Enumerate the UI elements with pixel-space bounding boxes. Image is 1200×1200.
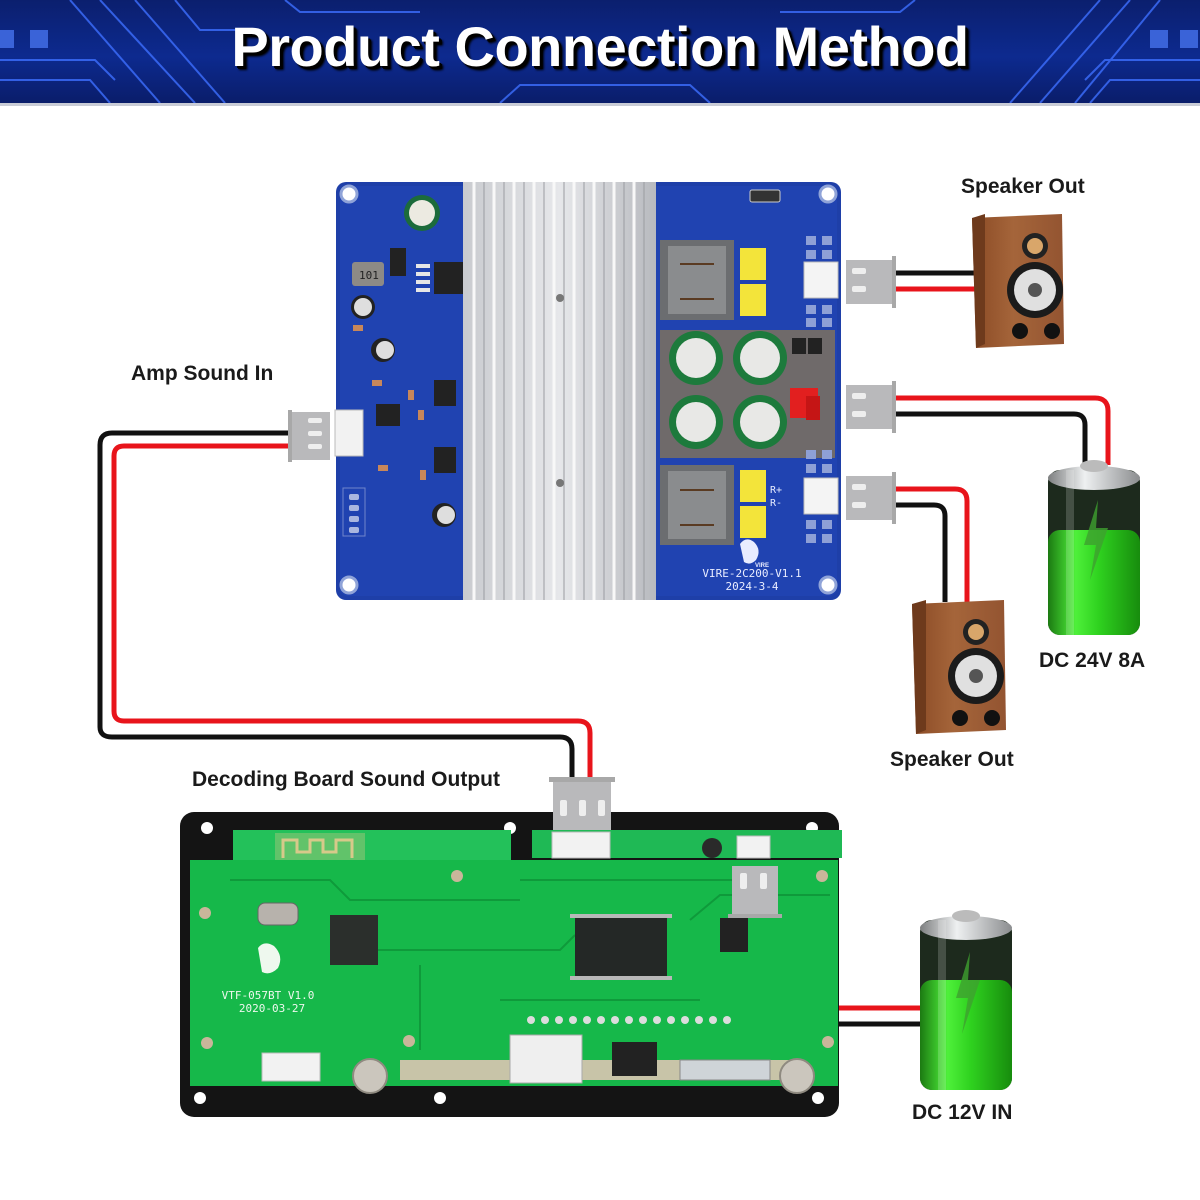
output-stage-components: R+ R- <box>660 189 839 545</box>
circuit-pattern-decoration <box>0 0 1200 103</box>
banner-divider <box>0 103 1200 106</box>
speaker-bottom-plug <box>846 472 896 524</box>
wire-black <box>895 502 948 602</box>
decoder-board-model: VTF-057BT V1.0 <box>222 989 315 1002</box>
svg-text:R+: R+ <box>770 485 782 496</box>
wire-amp-in-to-decoder <box>97 430 593 785</box>
decoder-power-plug <box>728 866 782 918</box>
wire-speaker-top <box>895 270 975 292</box>
decoder-board: VTF-057BT V1.0 2020-03-27 <box>180 812 842 1117</box>
wire-speaker-bottom <box>895 486 970 602</box>
battery-12v-icon <box>920 910 1012 1090</box>
decoding-output-label: Decoding Board Sound Output <box>192 768 500 791</box>
svg-text:R-: R- <box>770 498 782 509</box>
wire-black <box>895 411 1088 465</box>
wire-black <box>97 430 575 785</box>
wire-dc24 <box>895 395 1111 465</box>
wire-red <box>895 486 970 602</box>
speaker-bottom <box>912 600 1006 734</box>
speaker-top-plug <box>846 256 896 308</box>
page-title: Product Connection Method <box>231 15 969 78</box>
amp-board-model: VIRE-2C200-V1.1 <box>702 567 801 580</box>
svg-text:101: 101 <box>359 269 379 282</box>
speaker-top <box>972 214 1064 348</box>
amp-board-date: 2024-3-4 <box>726 580 779 593</box>
svg-text:VIRE: VIRE <box>755 563 769 569</box>
decoder-board-date: 2020-03-27 <box>239 1002 305 1015</box>
speaker-out-top-label: Speaker Out <box>961 175 1085 198</box>
decoder-board-logo <box>258 943 281 974</box>
wire-red <box>111 443 593 785</box>
battery-24v-icon <box>1048 460 1140 635</box>
dc-12v-label: DC 12V IN <box>912 1101 1013 1124</box>
connector-plugs <box>288 256 896 524</box>
decoder-output-plug <box>549 777 615 830</box>
amp-input-plug <box>288 410 330 462</box>
input-stage-components: 101 <box>334 195 464 537</box>
amplifier-board: 101 <box>334 182 841 600</box>
title-banner: Product Connection Method <box>0 0 1200 103</box>
wire-red <box>895 395 1111 465</box>
heatsink <box>463 182 656 600</box>
dc-24v-label: DC 24V 8A <box>1039 649 1146 672</box>
amp-board-logo: VIRE <box>740 539 769 569</box>
bluetooth-antenna <box>281 838 354 858</box>
power-in-plug <box>846 381 896 433</box>
amp-sound-in-label: Amp Sound In <box>131 362 274 385</box>
speaker-out-bottom-label: Speaker Out <box>890 748 1014 771</box>
